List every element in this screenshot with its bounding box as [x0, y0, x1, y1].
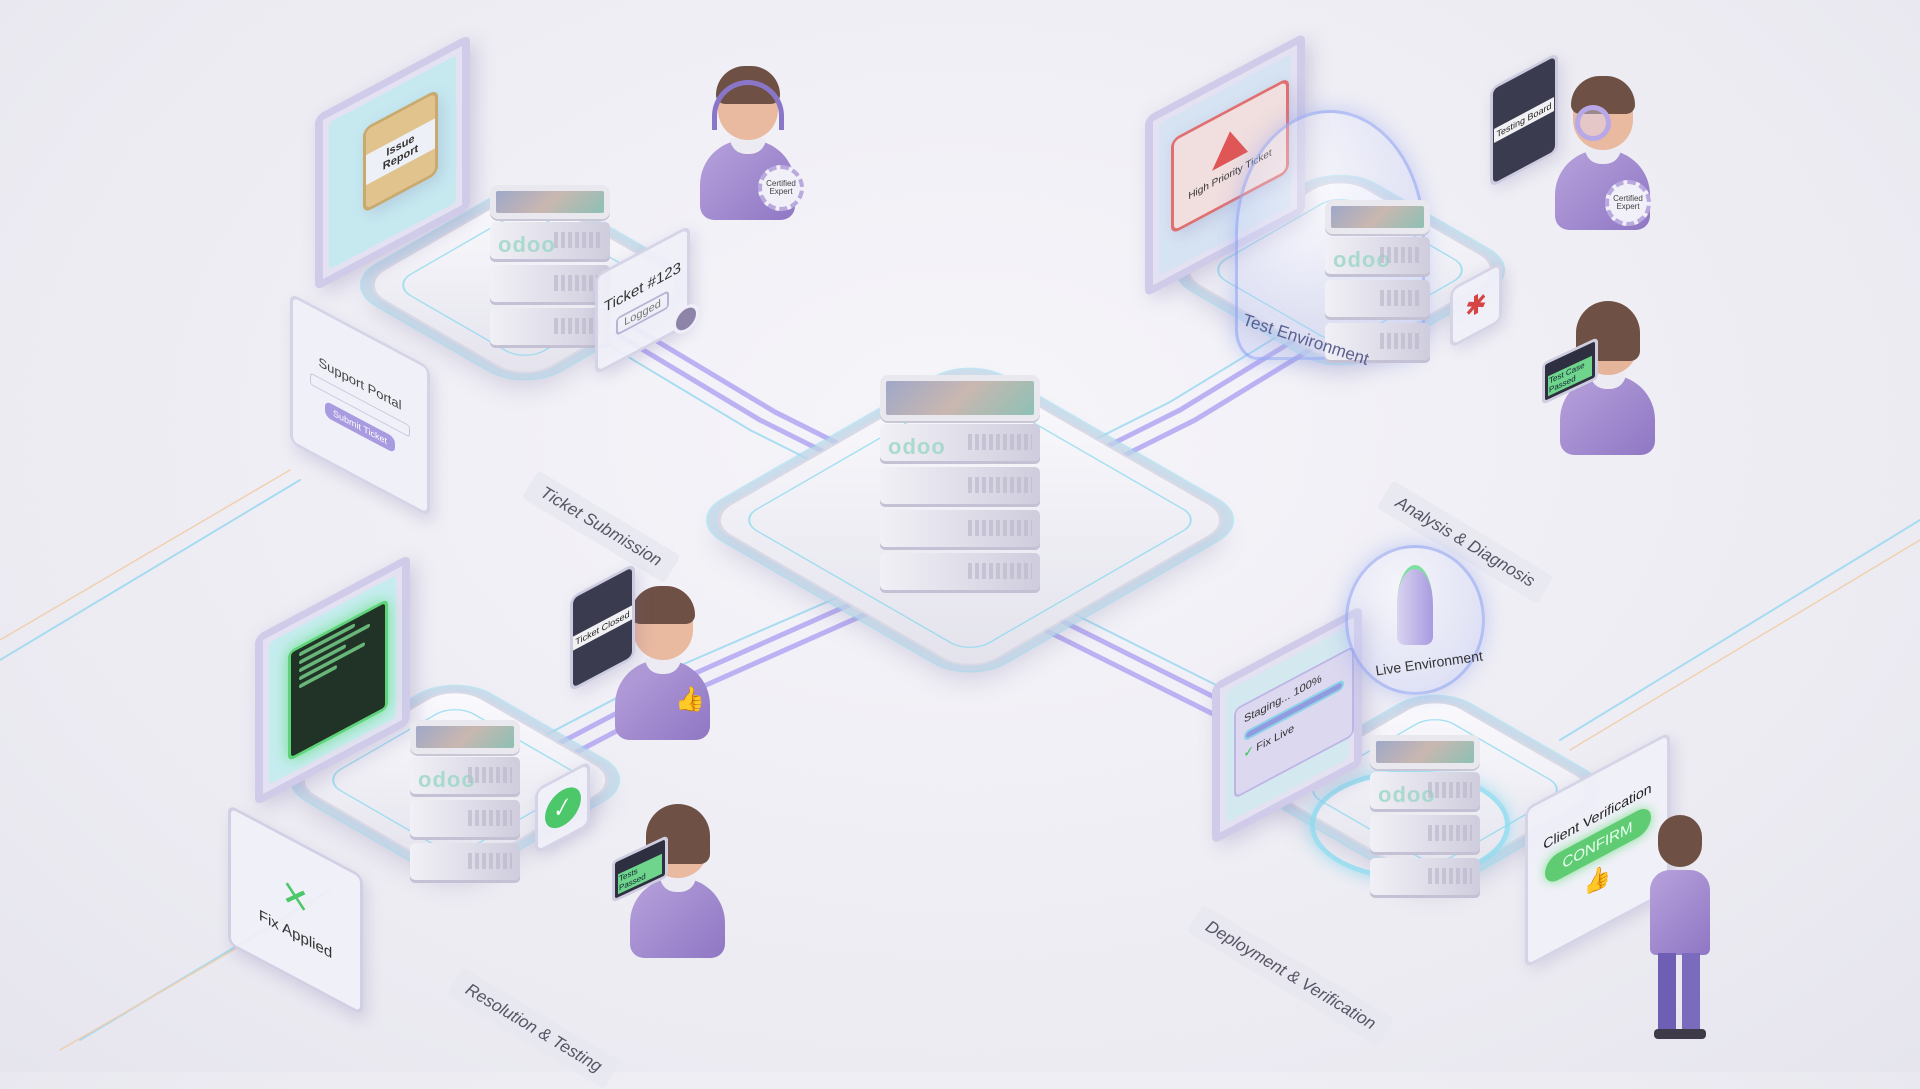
- central-server: odoo: [880, 375, 1040, 593]
- ticket-closed-label: Ticket Closed: [573, 605, 632, 650]
- testing-panel-label: Testing Board: [1494, 97, 1554, 143]
- certified-expert-badge: Certified Expert: [1605, 180, 1651, 226]
- server-logo: odoo: [418, 767, 476, 792]
- headset-icon: [712, 80, 784, 130]
- server-logo: odoo: [498, 232, 556, 257]
- rocket-icon: [1397, 565, 1433, 645]
- deployment-server: odoo: [1370, 735, 1480, 898]
- issue-report-label: Issue Report: [366, 117, 435, 185]
- thumbs-up-icon: 👍: [1583, 859, 1612, 899]
- badge-text: Certified Expert: [1613, 194, 1643, 211]
- server-logo: odoo: [888, 434, 946, 459]
- happy-developer-thumbs-up: 👍: [605, 586, 715, 740]
- analysis-server: odoo: [1325, 200, 1430, 363]
- tester-with-tablet: Tests Passed: [612, 804, 730, 958]
- checkmark-icon: ✓: [544, 779, 581, 836]
- bug-icon: ✱: [1465, 283, 1487, 326]
- server-logo: odoo: [1333, 247, 1391, 272]
- check-circle-icon: ✔: [1244, 742, 1257, 761]
- expert-with-magnifier: Certified Expert: [1545, 76, 1655, 230]
- badge-text: Certified Expert: [766, 179, 796, 196]
- resolution-server: odoo: [410, 720, 520, 883]
- tester-with-tablet: Test Case Passed: [1542, 301, 1660, 455]
- client-standing: [1640, 815, 1720, 1040]
- magnifier-icon: [1575, 105, 1611, 141]
- wrench-screwdriver-icon: ✕: [281, 870, 310, 925]
- thumbs-up-icon: 👍: [675, 686, 705, 713]
- submission-server: odoo: [490, 185, 610, 348]
- server-logo: odoo: [1378, 782, 1436, 807]
- certified-expert-badge: Certified Expert: [758, 165, 804, 211]
- support-agent-headset: Certified Expert: [690, 66, 804, 220]
